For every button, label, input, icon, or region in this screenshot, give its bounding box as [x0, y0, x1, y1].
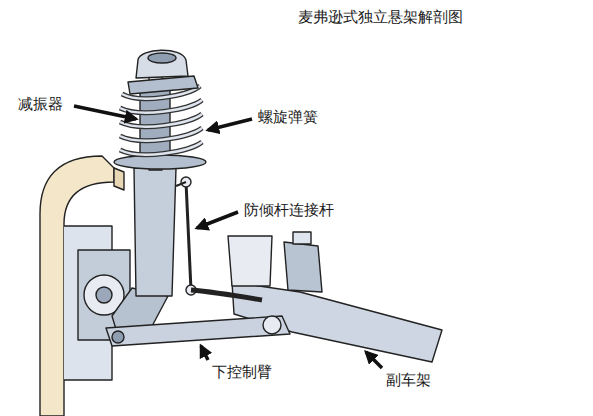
part-label: 下控制臂: [212, 363, 272, 381]
tire-bead: [114, 168, 124, 190]
part-label: 减振器: [18, 95, 63, 113]
subframe: [232, 282, 442, 362]
coil-spring-highlight: [120, 86, 202, 155]
arm-bushing: [263, 316, 281, 334]
hub-center: [96, 287, 112, 303]
upper-spring-seat: [128, 76, 198, 94]
diagram-title: 麦弗逊式独立悬架解剖图: [298, 8, 463, 26]
mount-nut: [148, 53, 176, 63]
part-label: 副车架: [386, 371, 431, 389]
leader-arrow: [208, 119, 252, 130]
strut-body: [134, 168, 176, 296]
leader-arrow: [74, 106, 136, 119]
part-label: 防倾杆连接杆: [244, 201, 334, 219]
leader-arrow: [366, 352, 382, 368]
stabilizer-link: [186, 182, 191, 290]
engine-mount: [284, 242, 322, 292]
link-bracket: [176, 182, 186, 186]
lower-control-arm: [106, 316, 290, 346]
coil-spring: [120, 86, 202, 155]
stabilizer-bar: [191, 290, 262, 300]
engine-mount: [228, 236, 272, 286]
spring-seat: [114, 155, 206, 169]
mount-bolt: [293, 232, 311, 244]
leader-arrow: [201, 346, 208, 360]
leader-arrow: [197, 212, 238, 228]
part-label: 螺旋弹簧: [258, 108, 318, 126]
ball-joint: [112, 331, 124, 343]
top-mount: [136, 50, 188, 78]
